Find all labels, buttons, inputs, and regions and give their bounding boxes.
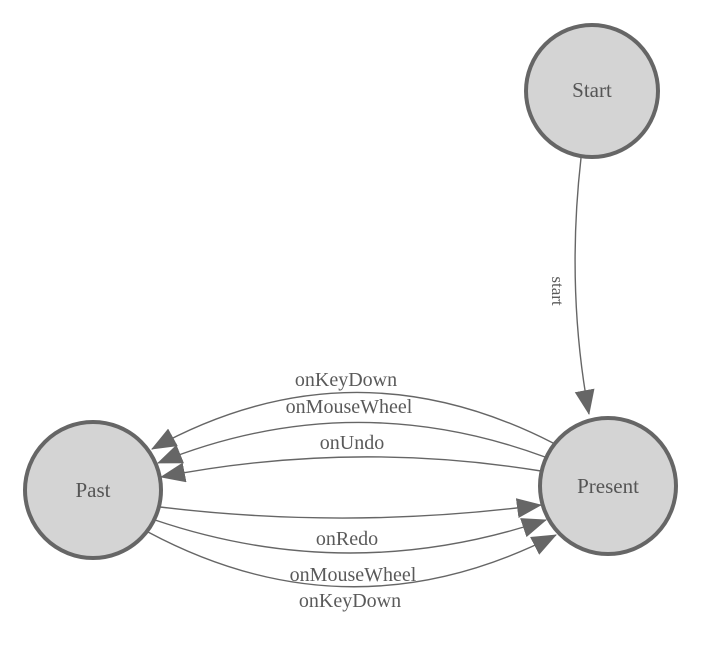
edge-label-onkeydown-top: onKeyDown <box>295 369 397 391</box>
edge-label-onkeydown-bottom: onKeyDown <box>299 590 401 612</box>
edge-present-to-past-onmousewheel <box>157 421 546 464</box>
edge-labels-layer: start onKeyDown onMouseWheel onUndo onRe… <box>286 276 567 612</box>
node-past[interactable]: Past <box>23 420 163 560</box>
node-present-label: Present <box>577 474 639 498</box>
node-start-label: Start <box>572 78 612 102</box>
edge-label-onmousewheel-bottom: onMouseWheel <box>290 564 417 586</box>
edge-past-to-present-onmousewheel <box>154 518 547 554</box>
edge-label-start: start <box>548 276 567 306</box>
edge-present-to-past-onkeydown <box>151 391 554 450</box>
edge-label-onmousewheel-top: onMouseWheel <box>286 396 413 418</box>
node-past-circle[interactable] <box>23 420 163 560</box>
node-past-label: Past <box>75 478 110 502</box>
node-present[interactable]: Present <box>538 416 678 556</box>
node-present-circle[interactable] <box>538 416 678 556</box>
node-start-circle[interactable] <box>524 23 660 159</box>
edge-past-to-present-onredo <box>159 498 542 519</box>
edges-layer <box>147 157 595 588</box>
edge-present-to-past-onundo <box>160 456 542 483</box>
node-start[interactable]: Start <box>524 23 660 159</box>
edge-start-to-present <box>574 157 595 415</box>
edge-past-to-present-onkeydown <box>147 531 557 588</box>
edge-label-onredo: onRedo <box>316 528 378 550</box>
edge-label-onundo: onUndo <box>320 432 384 454</box>
